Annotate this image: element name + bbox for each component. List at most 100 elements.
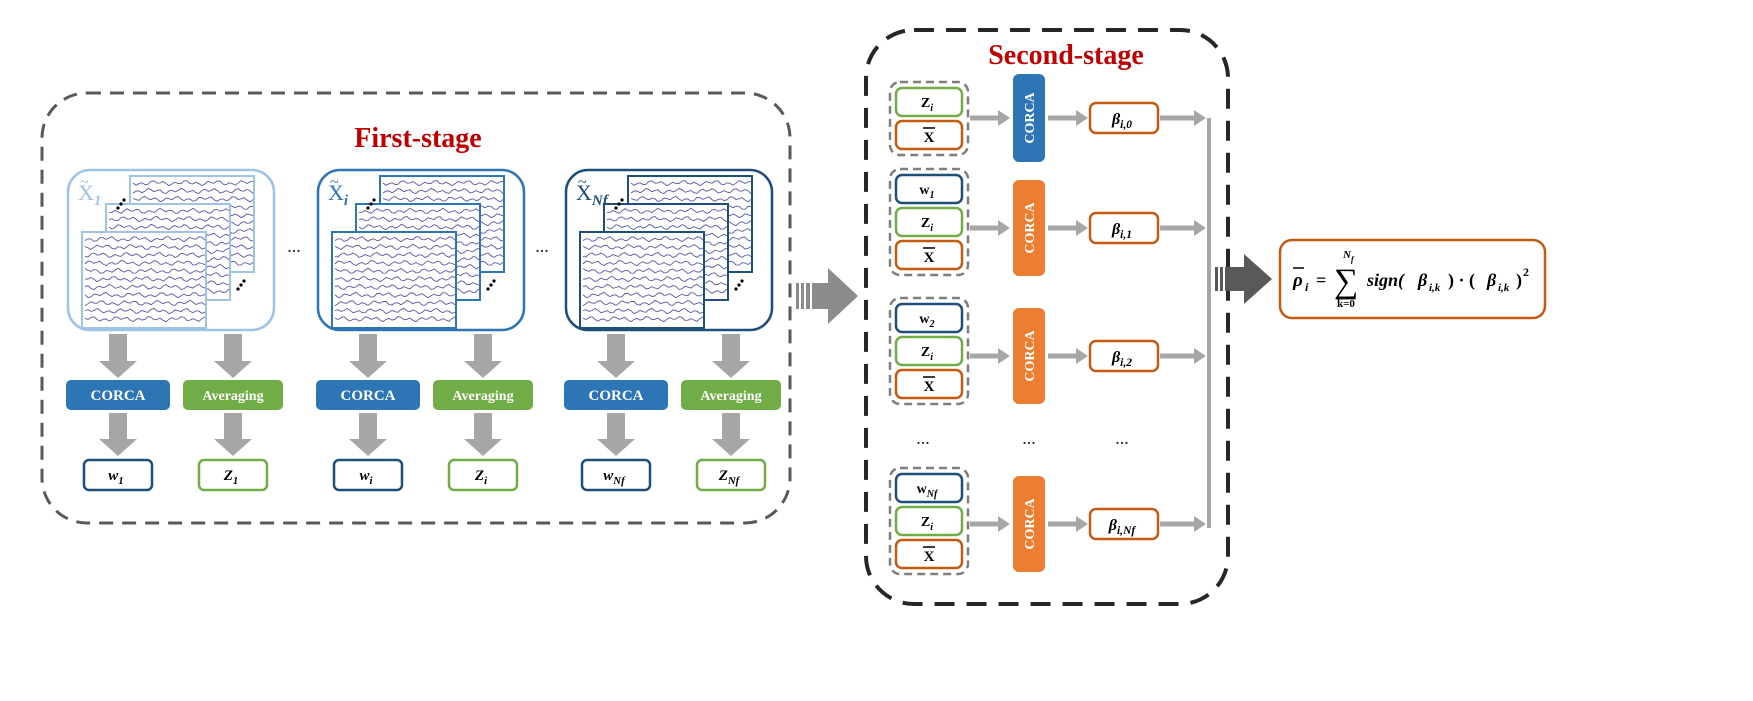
eeg-trial-stack	[579, 175, 753, 329]
arrow-to-w	[597, 413, 635, 456]
z-output-box	[695, 458, 767, 492]
formula-close: )	[1516, 270, 1522, 291]
second-stage-container	[864, 28, 1230, 606]
input-box-w	[894, 173, 964, 205]
input-label: Zi	[921, 515, 933, 533]
input-box-z	[894, 86, 964, 118]
arrow-to-corca	[970, 516, 1010, 532]
corca-label: CORCA	[589, 388, 644, 404]
z-output-box	[447, 458, 519, 492]
corca-label: CORCA	[1023, 201, 1038, 253]
second-ellipsis-2: ...	[1022, 428, 1036, 448]
corca-block	[1013, 180, 1045, 276]
input-label: X	[924, 379, 935, 395]
arrow-to-collector	[1160, 348, 1206, 364]
input-box-xbar	[894, 119, 964, 151]
z-output-label: Z1	[223, 468, 239, 487]
corca-label: CORCA	[91, 388, 146, 404]
corca-label: CORCA	[1023, 91, 1038, 143]
formula-equals: =	[1316, 270, 1326, 290]
corca-block	[1013, 476, 1045, 572]
arrow-to-corca	[970, 348, 1010, 364]
formula-beta-2-sub: i,k	[1498, 282, 1510, 294]
corca-block	[66, 380, 170, 410]
stack-more-dots	[116, 198, 246, 291]
formula-lhs: ρ	[1292, 270, 1303, 291]
input-label: X	[924, 250, 935, 266]
input-box-w	[894, 472, 964, 504]
w-output-label: w1	[108, 468, 123, 487]
corca-block	[316, 380, 420, 410]
input-group	[888, 167, 970, 277]
first-stage-container	[40, 91, 792, 525]
input-group	[888, 466, 970, 576]
first-ellipsis-1: ...	[287, 236, 301, 256]
svg-text:X1: X1	[78, 180, 101, 209]
second-ellipsis-1: ...	[916, 428, 930, 448]
w-output-label: wNf	[603, 468, 626, 487]
arrow-to-averaging	[712, 334, 750, 378]
arrow-to-corca	[970, 220, 1010, 236]
arrow-to-beta	[1048, 348, 1088, 364]
input-label: wNf	[917, 482, 939, 500]
input-label: Zi	[921, 216, 933, 234]
input-box-w	[894, 302, 964, 334]
beta-label: βi,0	[1111, 111, 1132, 131]
first-ellipsis-2: ...	[535, 236, 549, 256]
input-box-z	[894, 206, 964, 238]
arrow-to-collector	[1160, 220, 1206, 236]
arrow-to-beta	[1048, 220, 1088, 236]
corca-label: CORCA	[1023, 329, 1038, 381]
arrow-to-corca	[99, 334, 137, 378]
sum-symbol: ∑	[1334, 263, 1358, 300]
formula-sum-top-sub: f	[1351, 255, 1355, 264]
formula: ρ i = ∑ N f k=0 sign( β i,k ) · ( β i,k …	[1292, 249, 1529, 310]
arrow-to-z	[712, 413, 750, 456]
arrow-to-z	[464, 413, 502, 456]
input-box-xbar	[894, 538, 964, 570]
arrow-to-corca	[970, 110, 1010, 126]
first-stage-title: First-stage	[354, 123, 482, 154]
arrow-to-w	[349, 413, 387, 456]
averaging-block	[183, 380, 283, 410]
formula-sum-top: N	[1342, 249, 1352, 261]
arrow-to-corca	[349, 334, 387, 378]
averaging-label: Averaging	[452, 389, 513, 404]
input-box-xbar	[894, 368, 964, 400]
input-label: w2	[919, 312, 934, 330]
x-tilde-label: ~X1	[78, 174, 101, 209]
formula-arrow	[1215, 254, 1272, 304]
formula-mid: ) · (	[1448, 270, 1475, 291]
beta-box	[1088, 101, 1160, 135]
z-output-label: ZNf	[718, 468, 741, 487]
arrow-to-w	[99, 413, 137, 456]
arrow-to-z	[214, 413, 252, 456]
z-output-box	[197, 458, 269, 492]
input-group	[888, 296, 970, 406]
second-stage-title: Second-stage	[988, 40, 1144, 71]
arrow-to-corca	[597, 334, 635, 378]
beta-label: βi,2	[1111, 349, 1132, 369]
beta-box	[1088, 211, 1160, 245]
second-ellipsis-3: ...	[1115, 428, 1129, 448]
svg-text:~: ~	[80, 174, 89, 191]
stack-more-dots	[366, 198, 496, 291]
arrow-to-collector	[1160, 516, 1206, 532]
input-group	[888, 80, 970, 157]
corca-block	[564, 380, 668, 410]
input-label: X	[924, 549, 935, 565]
beta-label: βi,1	[1111, 221, 1132, 241]
corca-label: CORCA	[341, 388, 396, 404]
stage-transition-arrow	[796, 268, 858, 324]
svg-text:~: ~	[578, 174, 587, 191]
arrow-to-collector	[1160, 110, 1206, 126]
input-label: Zi	[921, 345, 933, 363]
beta-box	[1088, 507, 1160, 541]
arrow-to-beta	[1048, 110, 1088, 126]
